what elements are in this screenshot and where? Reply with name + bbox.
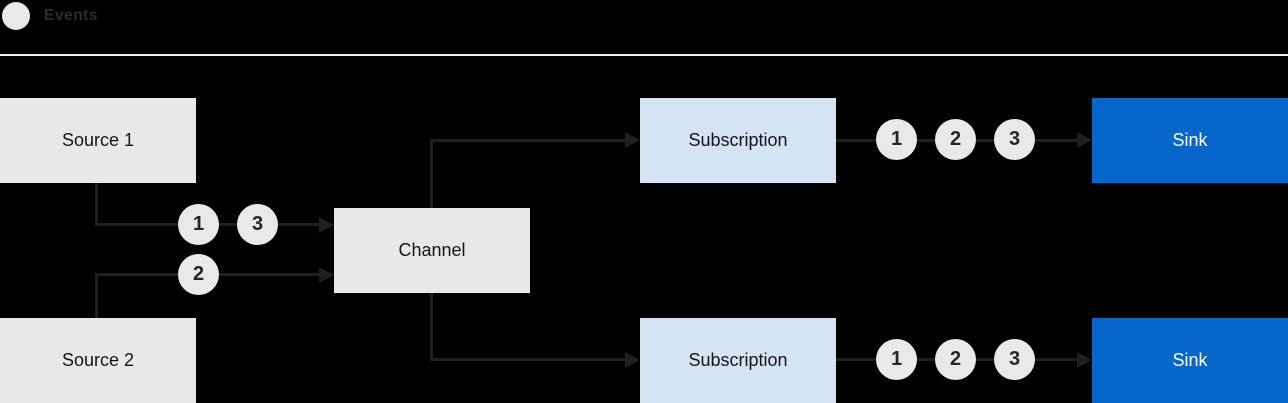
divider bbox=[0, 54, 1288, 56]
node-sink-bottom-label: Sink bbox=[1172, 350, 1208, 370]
event-marker-source1-1: 1 bbox=[178, 204, 219, 245]
edge-channel-subscription1-vertical bbox=[430, 139, 433, 209]
node-sink-top-label: Sink bbox=[1172, 130, 1208, 150]
edge-channel-subscription1-horizontal bbox=[430, 139, 627, 142]
event-marker-sub1-3-label: 3 bbox=[1008, 128, 1021, 150]
arrowhead-into-sink1 bbox=[1077, 132, 1092, 148]
event-marker-source1-1-label: 1 bbox=[192, 213, 205, 235]
node-source-2-label: Source 2 bbox=[61, 350, 135, 370]
node-sink-bottom: Sink bbox=[1092, 318, 1288, 403]
event-marker-source1-3-label: 3 bbox=[251, 213, 264, 235]
event-legend-icon bbox=[2, 2, 30, 30]
arrowhead-into-channel-bottom bbox=[319, 267, 334, 283]
event-marker-sub1-1-label: 1 bbox=[890, 128, 903, 150]
event-marker-sub2-1-label: 1 bbox=[890, 348, 903, 370]
event-marker-sub2-3: 3 bbox=[994, 339, 1035, 380]
node-channel-label: Channel bbox=[398, 240, 466, 260]
node-subscription-bottom: Subscription bbox=[640, 318, 836, 403]
event-marker-source2-2-label: 2 bbox=[192, 263, 205, 285]
event-marker-sub2-2-label: 2 bbox=[949, 348, 962, 370]
event-marker-sub1-1: 1 bbox=[876, 119, 917, 160]
event-marker-sub1-3: 3 bbox=[994, 119, 1035, 160]
legend-label: Events bbox=[44, 7, 98, 24]
event-marker-sub2-2: 2 bbox=[935, 339, 976, 380]
edge-channel-subscription2-vertical bbox=[430, 292, 433, 361]
event-marker-sub1-2: 2 bbox=[935, 119, 976, 160]
arrowhead-into-sink2 bbox=[1077, 352, 1092, 368]
node-subscription-bottom-label: Subscription bbox=[688, 350, 788, 370]
node-sink-top: Sink bbox=[1092, 98, 1288, 183]
event-marker-sub2-3-label: 3 bbox=[1008, 348, 1021, 370]
event-marker-source1-3: 3 bbox=[237, 204, 278, 245]
arrowhead-into-channel-top bbox=[319, 217, 334, 233]
node-subscription-top-label: Subscription bbox=[688, 130, 788, 150]
arrowhead-into-subscription1 bbox=[625, 132, 640, 148]
node-subscription-top: Subscription bbox=[640, 98, 836, 183]
event-marker-sub2-1: 1 bbox=[876, 339, 917, 380]
node-source-2: Source 2 bbox=[0, 318, 196, 403]
arrowhead-into-subscription2 bbox=[625, 352, 640, 368]
edge-source2-channel-vertical bbox=[95, 275, 98, 318]
event-marker-sub1-2-label: 2 bbox=[949, 128, 962, 150]
event-marker-source2-2: 2 bbox=[178, 254, 219, 295]
node-channel: Channel bbox=[334, 208, 530, 293]
edge-channel-subscription2-horizontal bbox=[430, 358, 627, 361]
edge-source1-channel-vertical bbox=[95, 182, 98, 226]
node-source-1-label: Source 1 bbox=[61, 130, 135, 150]
node-source-1: Source 1 bbox=[0, 98, 196, 183]
